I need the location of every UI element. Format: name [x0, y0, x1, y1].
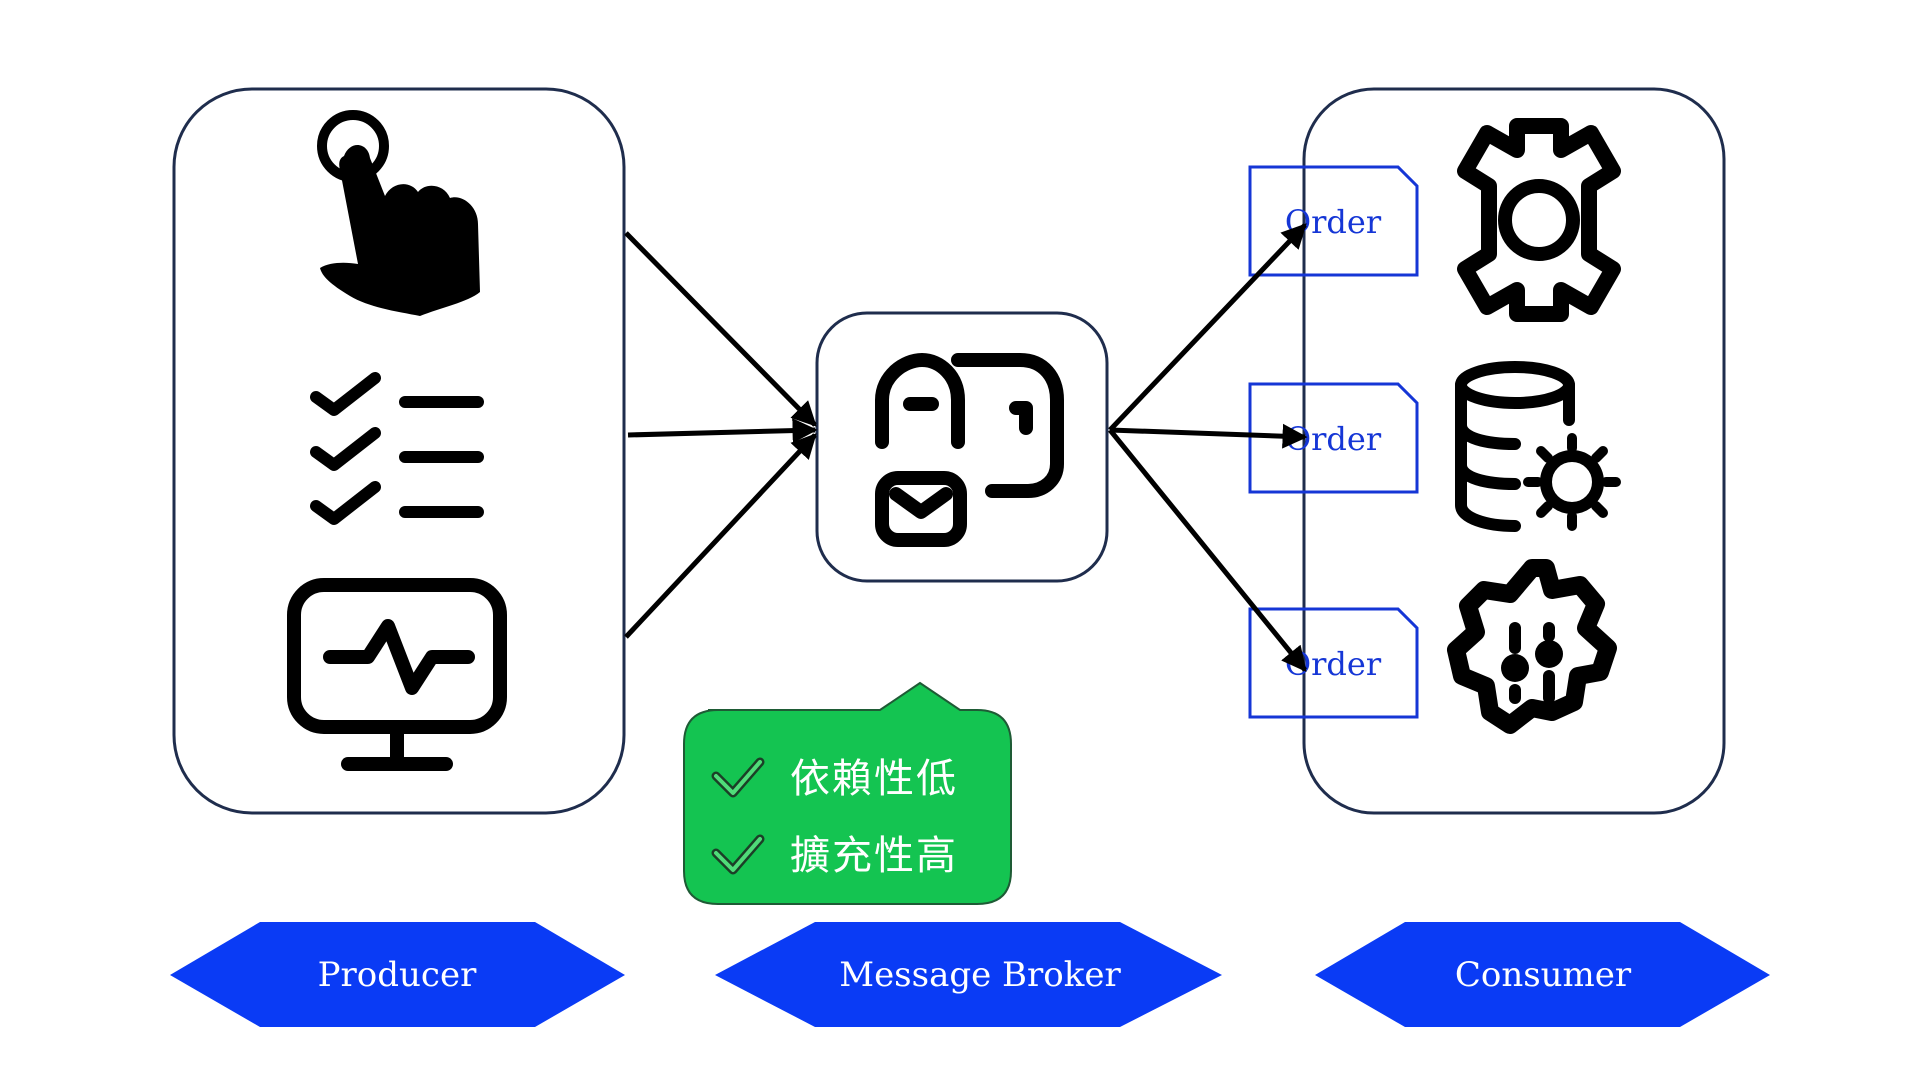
producer-label: Producer — [170, 922, 625, 1027]
checkmark-icon — [711, 757, 765, 798]
consumer-label-text: Consumer — [1455, 955, 1632, 995]
message-tag-1: Order — [1248, 165, 1419, 277]
checklist-icon — [310, 372, 484, 525]
monitor-pulse-icon — [287, 578, 507, 771]
arrow-producer-middle — [627, 418, 818, 444]
broker-to-consumer-arrows — [1108, 223, 1308, 672]
database-gear-icon — [1455, 361, 1621, 532]
arrow-consumer-middle — [1109, 423, 1308, 449]
arrow-consumer-bottom — [1108, 428, 1307, 672]
message-tag-1-label: Order — [1285, 203, 1382, 241]
broker-label: Message Broker — [715, 922, 1222, 1027]
arrow-consumer-top — [1108, 223, 1307, 432]
broker-label-text: Message Broker — [839, 955, 1121, 995]
benefit-2: 擴充性高 — [790, 833, 958, 879]
checkmark-icon — [711, 834, 765, 875]
gear-icon — [1457, 118, 1621, 322]
arrow-producer-bottom — [624, 433, 817, 639]
producer-label-text: Producer — [318, 955, 477, 995]
consumer-label: Consumer — [1315, 922, 1770, 1027]
benefit-callout: 依賴性低 擴充性高 — [683, 681, 1012, 905]
producer-box — [172, 87, 626, 815]
benefit-1: 依賴性低 — [790, 756, 958, 802]
settings-sliders-icon — [1447, 559, 1617, 734]
producer-to-broker-arrows — [624, 231, 818, 639]
hand-pointer-icon — [317, 110, 480, 316]
arrow-producer-top — [624, 231, 817, 427]
message-queue-icon — [875, 353, 1064, 547]
